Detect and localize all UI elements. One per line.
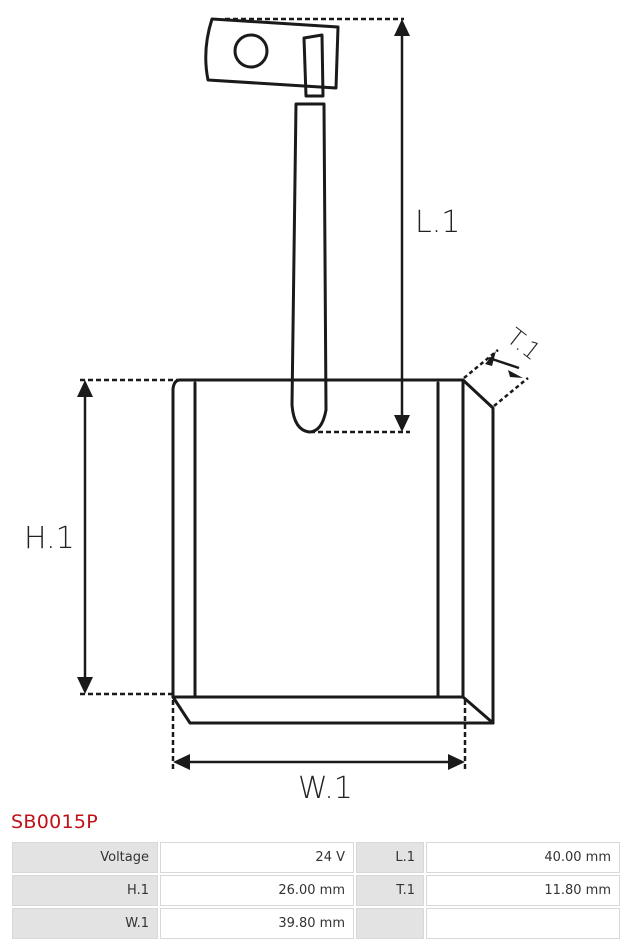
- spec-value: 40.00 mm: [426, 842, 620, 873]
- label-w1: W.1: [298, 771, 353, 806]
- spec-value: 39.80 mm: [160, 908, 354, 939]
- dimension-h1: [80, 378, 212, 696]
- product-code: SB0015P: [11, 811, 99, 833]
- label-l1: L.1: [415, 205, 460, 240]
- shunt-wire: [290, 102, 328, 434]
- spec-value: [426, 908, 620, 939]
- terminal-lug: [204, 17, 340, 98]
- label-h1: H.1: [24, 521, 75, 556]
- brush-body: [171, 378, 495, 725]
- table-row: H.1 26.00 mm T.1 11.80 mm: [12, 875, 620, 906]
- spec-label: Voltage: [12, 842, 158, 873]
- table-row: W.1 39.80 mm: [12, 908, 620, 939]
- spec-label: L.1: [356, 842, 424, 873]
- spec-label: W.1: [12, 908, 158, 939]
- spec-label: [356, 908, 424, 939]
- table-row: Voltage 24 V L.1 40.00 mm: [12, 842, 620, 873]
- spec-value: 26.00 mm: [160, 875, 354, 906]
- lug-hole: [233, 33, 269, 69]
- spec-label: T.1: [356, 875, 424, 906]
- dimension-w1: [171, 700, 467, 770]
- spec-value: 11.80 mm: [426, 875, 620, 906]
- spec-value: 24 V: [160, 842, 354, 873]
- spec-table: Voltage 24 V L.1 40.00 mm H.1 26.00 mm T…: [10, 840, 622, 941]
- dimension-l1: [225, 17, 410, 434]
- spec-label: H.1: [12, 875, 158, 906]
- label-t1: T.1: [501, 323, 546, 366]
- carbon-brush-diagram: L.1 H.1 W.1 T.1: [24, 17, 546, 806]
- dimension-t1: [463, 349, 529, 407]
